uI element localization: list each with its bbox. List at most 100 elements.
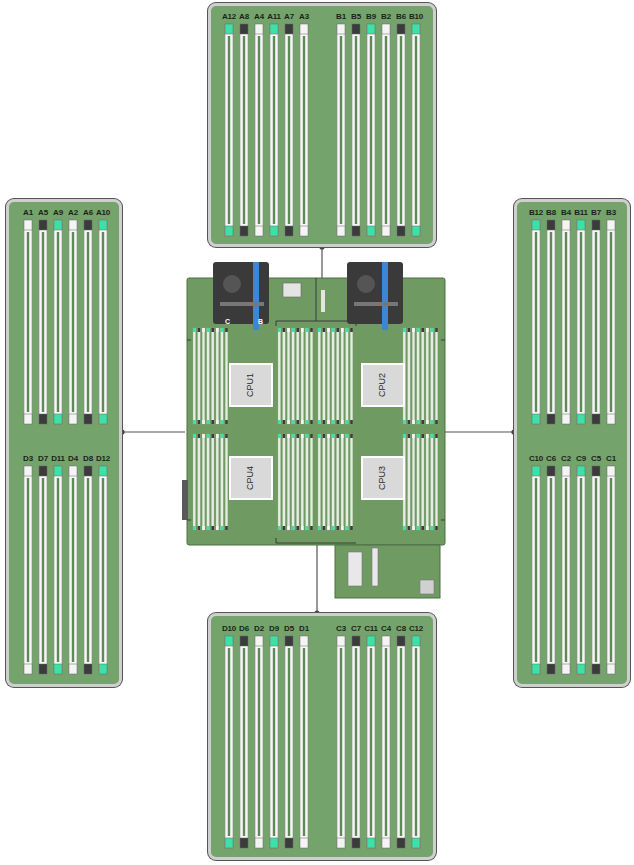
dimm-slot	[397, 636, 405, 848]
dimm-slot	[285, 636, 293, 848]
slot-label: C3	[336, 624, 346, 633]
dimm-slot	[54, 220, 62, 424]
slot-label: C7	[351, 624, 361, 633]
slot-label: A4	[254, 12, 264, 21]
slot-label: A7	[284, 12, 294, 21]
slot-label: A9	[53, 208, 63, 217]
slot-label: D10	[222, 624, 236, 633]
dimm-slot	[592, 220, 600, 424]
leader-line	[321, 247, 322, 278]
dimm-slot	[547, 220, 555, 424]
slot-label: D4	[68, 454, 78, 463]
dimm-slot	[84, 220, 92, 424]
slot-label: B1	[336, 12, 346, 21]
slot-label: C8	[396, 624, 406, 633]
dimm-slot	[240, 636, 248, 848]
slot-label: B9	[366, 12, 376, 21]
dimm-slot	[367, 24, 375, 236]
dimm-slot	[69, 466, 77, 674]
dimm-slot	[412, 636, 420, 848]
slot-label: A11	[267, 12, 281, 21]
slot-label: A6	[83, 208, 93, 217]
clip-letter: B	[258, 318, 263, 326]
dimm-slot	[39, 466, 47, 674]
slot-label: B3	[606, 208, 616, 217]
dimm-slot	[367, 636, 375, 848]
slot-label: A5	[38, 208, 48, 217]
dimm-slot	[69, 220, 77, 424]
connector	[348, 552, 362, 586]
dimm-slot	[24, 466, 32, 674]
slot-label: A12	[222, 12, 236, 21]
dimm-slot	[382, 24, 390, 236]
dimm-slots	[9, 202, 119, 684]
slot-label: B8	[546, 208, 556, 217]
dimm-slot	[412, 24, 420, 236]
slot-label: A1	[23, 208, 33, 217]
slot-label: D3	[23, 454, 33, 463]
edge-connector	[182, 480, 188, 520]
slot-label: B5	[351, 12, 361, 21]
slot-label: C2	[561, 454, 571, 463]
dimm-slot	[382, 636, 390, 848]
slot-label: C5	[591, 454, 601, 463]
chip	[321, 290, 325, 312]
bracket	[187, 278, 445, 543]
dimm-slot	[592, 466, 600, 674]
dimm-slot	[24, 220, 32, 424]
clip-letter: C	[225, 318, 230, 326]
dimm-slot	[577, 220, 585, 424]
dimm-slot	[352, 636, 360, 848]
slot-label: D9	[269, 624, 279, 633]
dimm-slot	[607, 220, 615, 424]
slot-label: C11	[364, 624, 378, 633]
memory-bank-panel: D10D6D2D9D5D1C3C7C11C4C8C12	[208, 613, 436, 860]
slot-label: B10	[409, 12, 423, 21]
slot-label: A10	[96, 208, 110, 217]
slot-label: B11	[574, 208, 588, 217]
slot-label: D2	[254, 624, 264, 633]
connector	[420, 580, 434, 594]
dimm-slot	[99, 466, 107, 674]
dimm-slot	[255, 24, 263, 236]
dimm-slot	[300, 636, 308, 848]
heatsink-clip	[347, 262, 403, 330]
cpu-label: CPU4	[245, 466, 255, 490]
slot-label: D1	[299, 624, 309, 633]
dimm-slot	[532, 466, 540, 674]
riser-board	[335, 545, 440, 598]
board-outline	[187, 278, 445, 545]
dimm-slots	[517, 202, 627, 684]
slot-label: B12	[529, 208, 543, 217]
slot-label: D6	[239, 624, 249, 633]
heatsink-clip	[213, 262, 269, 330]
dimm-slot	[300, 24, 308, 236]
connector	[372, 548, 378, 586]
slot-label: C10	[529, 454, 543, 463]
dimm-slot	[54, 466, 62, 674]
dimm-slot	[337, 636, 345, 848]
dimm-slot	[562, 466, 570, 674]
slot-label: A8	[239, 12, 249, 21]
dimm-slot	[352, 24, 360, 236]
slot-label: D12	[96, 454, 110, 463]
dimm-slot	[270, 636, 278, 848]
dimm-slot	[532, 220, 540, 424]
dimm-slot	[397, 24, 405, 236]
cpu-label: CPU2	[377, 373, 387, 397]
dimm-slot	[337, 24, 345, 236]
slot-label: C6	[546, 454, 556, 463]
slot-label: B7	[591, 208, 601, 217]
memory-bank-panel: A1A5A9A2A6A10D3D7D11D4D8D12	[6, 199, 122, 687]
memory-bank-panel: A12A8A4A11A7A3B1B5B9B2B6B10	[208, 3, 436, 247]
dimm-slot	[607, 466, 615, 674]
dimm-slot	[547, 466, 555, 674]
dimm-slot	[99, 220, 107, 424]
slot-label: B6	[396, 12, 406, 21]
dimm-slot	[285, 24, 293, 236]
slot-label: C12	[409, 624, 423, 633]
slot-label: A3	[299, 12, 309, 21]
dimm-slot	[270, 24, 278, 236]
slot-label: C4	[381, 624, 391, 633]
slot-label: A2	[68, 208, 78, 217]
